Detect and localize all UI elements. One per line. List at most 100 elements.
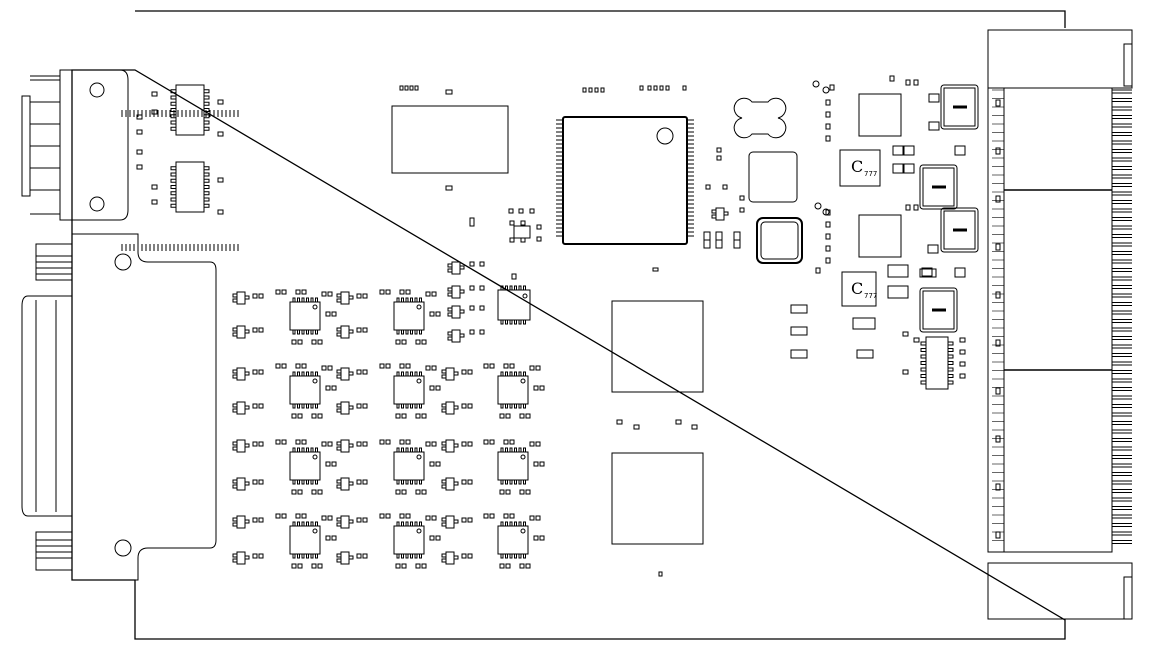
ic-pin (441, 441, 447, 446)
resistor-pad (317, 489, 323, 495)
passive-component (600, 87, 605, 93)
ic-pin (306, 479, 309, 485)
passive-component (825, 123, 831, 130)
ic-pin (447, 331, 453, 336)
ic-pin (419, 479, 422, 485)
connector-peg (995, 531, 1001, 539)
passive-component (652, 267, 659, 272)
ic-pin (414, 447, 418, 453)
resistor-pad (258, 479, 264, 485)
smd-capacitor (940, 207, 979, 253)
passive-component (647, 85, 652, 91)
ic-pin (505, 371, 508, 377)
ic-pin (315, 297, 318, 303)
resistor-pad (499, 563, 505, 569)
ic-pin (509, 479, 513, 485)
connector-peg (995, 435, 1001, 443)
resistor-pad (483, 363, 489, 369)
passive-component (739, 195, 745, 201)
resistor-pad (356, 441, 362, 447)
ic-pin (336, 332, 342, 337)
passive-component (445, 185, 453, 191)
ic-pin (405, 371, 409, 377)
ic-pin (232, 441, 238, 446)
resistor-pad (405, 363, 411, 369)
resistor-pad (421, 563, 427, 569)
passive-component (518, 208, 524, 214)
pin1-mark (312, 378, 318, 384)
resistor-pad (252, 293, 258, 299)
resistor-pad (362, 441, 368, 447)
ic-pin (244, 481, 250, 486)
resistor-pad (421, 413, 427, 419)
ic-pin (232, 558, 238, 563)
passive-component (151, 184, 158, 190)
transistor (236, 367, 246, 381)
passive-component (582, 87, 587, 93)
resistor-pad (321, 291, 327, 297)
passive-component (739, 207, 745, 213)
passive-component (815, 267, 821, 274)
regulator (513, 225, 531, 239)
ic-pin (170, 89, 177, 94)
ic-pin (459, 265, 465, 270)
test-point (814, 202, 822, 210)
channel-array (232, 261, 545, 569)
small-diode (856, 349, 874, 359)
passive-component (151, 91, 158, 97)
pin1-mark (656, 127, 674, 145)
channel-ic (393, 301, 425, 331)
resistor-pad (362, 327, 368, 333)
passive-component (716, 147, 722, 153)
resistor-pad (331, 311, 337, 317)
ic-pin (348, 371, 354, 376)
resistor-pad (362, 517, 368, 523)
ic-pin (401, 521, 404, 527)
resistor-pad (505, 563, 511, 569)
transistor (236, 477, 246, 491)
ic-pin (170, 197, 177, 202)
passive-component (136, 129, 143, 135)
resistor-pad (467, 517, 473, 523)
ic-pin (401, 403, 404, 409)
resistor-pad (401, 339, 407, 345)
small-diode (921, 267, 933, 277)
resistor-pad (281, 289, 287, 295)
resistor-pad (421, 339, 427, 345)
ic-pin (514, 285, 517, 291)
connector-peg (995, 387, 1001, 395)
ic-pin (447, 268, 453, 273)
resistor-pad (297, 413, 303, 419)
pin1-mark (520, 378, 526, 384)
ic-pin (336, 479, 342, 484)
ic-pin (523, 479, 526, 485)
ic-pin (500, 447, 504, 453)
resistor-pad (467, 553, 473, 559)
ic-pin (514, 447, 517, 453)
capacitor-body (922, 290, 955, 330)
channel-ic (289, 525, 321, 555)
capacitor-body (943, 87, 976, 127)
resistor-pad (379, 439, 385, 445)
passive-component (959, 349, 966, 355)
resistor-pad (399, 513, 405, 519)
ic-pin (170, 101, 177, 106)
ic-pin (203, 203, 210, 208)
resistor-pad (321, 515, 327, 521)
ic-pin (292, 447, 296, 453)
ic-pin (306, 329, 309, 335)
mounting-hole (114, 253, 132, 271)
resistor-pad (356, 553, 362, 559)
passive-component (959, 361, 966, 367)
passive-component (469, 305, 475, 311)
resistor-pad (509, 513, 515, 519)
ic-pin (441, 403, 447, 408)
ic-pin (170, 191, 177, 196)
pin1-mark (416, 528, 422, 534)
ic-pin (292, 479, 296, 485)
resistor-pad (529, 515, 535, 521)
resistor-pad (281, 363, 287, 369)
dsub-latch (35, 531, 73, 571)
resistor-pad (297, 489, 303, 495)
resistor-pad (362, 479, 368, 485)
